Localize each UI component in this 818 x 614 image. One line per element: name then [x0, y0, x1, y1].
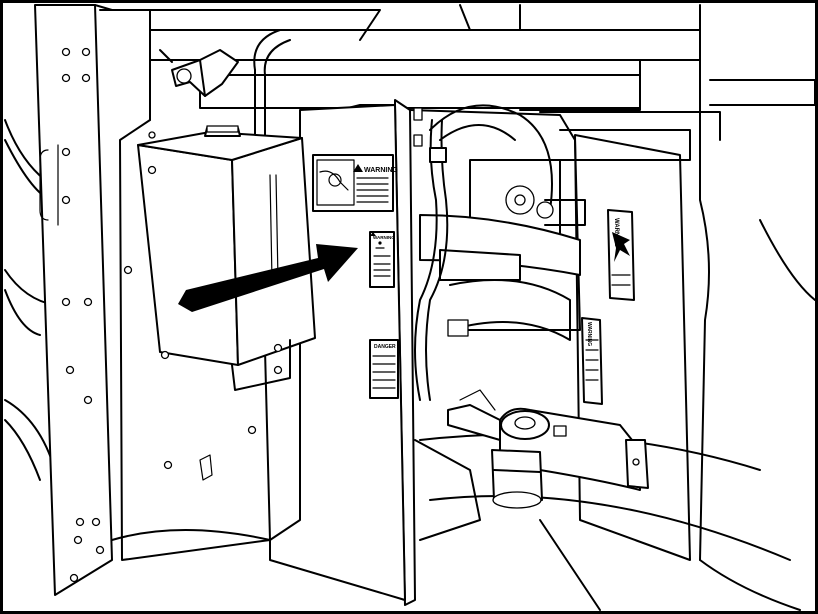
lower-decal-label: DANGER: [374, 344, 396, 350]
plate-bolts: [61, 47, 105, 583]
small-decal-label: WARNING: [373, 235, 395, 240]
elbow-fitting: [159, 29, 291, 136]
main-decal-label: WARNING: [364, 167, 398, 174]
left-upright-plate: [34, 4, 113, 596]
main-warning-decal: WARNING: [312, 154, 398, 212]
hydraulic-assembly: [409, 104, 586, 401]
pivot-arm: [447, 389, 649, 509]
right-decal-label: WARNING: [613, 218, 619, 247]
far-right-warning-decal: WARNING: [581, 317, 603, 405]
lower-left-structure: [111, 439, 481, 541]
hydraulic-tank: [137, 125, 316, 391]
far-right-decal-label: WARNING: [586, 322, 592, 346]
lower-danger-decal: DANGER: [369, 339, 399, 399]
warning-triangle-icon: [353, 164, 363, 172]
small-warning-decal: WARNING: [369, 231, 395, 288]
right-warning-decal: WARNING: [607, 209, 635, 301]
arrow-pointer-icon: [178, 244, 358, 312]
